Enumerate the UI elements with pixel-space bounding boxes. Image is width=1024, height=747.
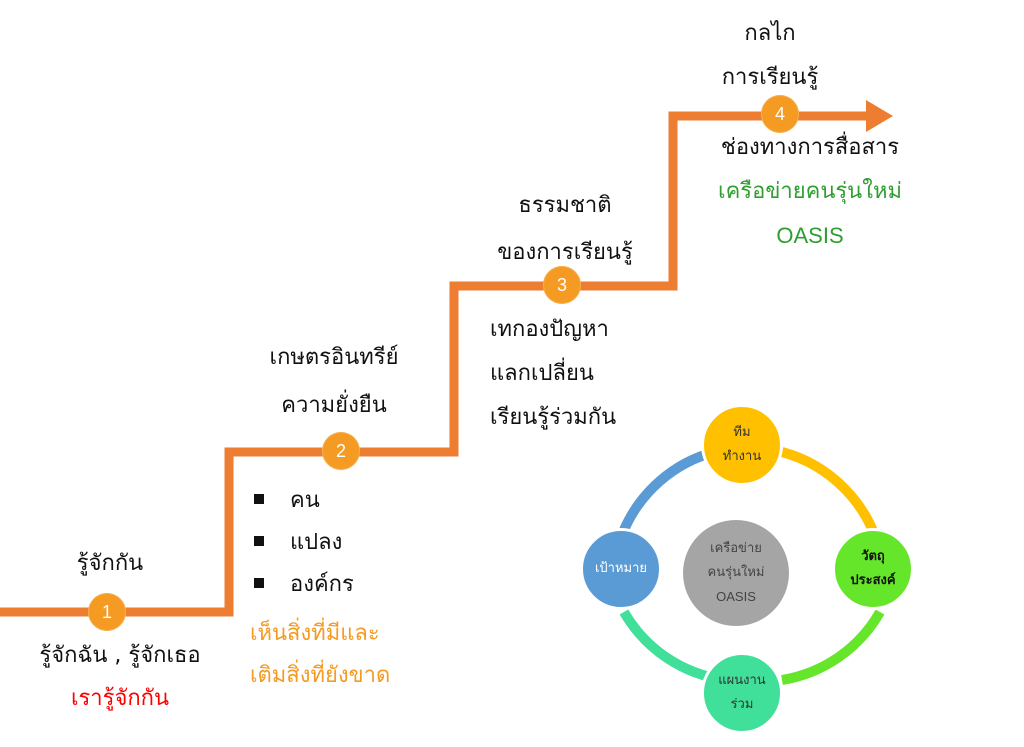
bullet-square-icon: [254, 578, 264, 588]
step-4-title-line-2: การเรียนรู้: [721, 65, 819, 90]
step-2-title-line-1: เกษตรอินทรีย์: [269, 345, 399, 370]
bullet-item: คน: [254, 478, 354, 520]
bullet-item: องค์กร: [254, 562, 354, 604]
step-3-body-line-2: แลกเปลี่ยน: [490, 361, 594, 386]
step-4-marker: 4: [761, 95, 799, 133]
step-2-bullet-list: คน แปลง องค์กร: [254, 478, 354, 604]
step-3-body-line-3: เรียนรู้ร่วมกัน: [490, 405, 617, 430]
staircase-line: [0, 111, 870, 617]
bullet-square-icon: [254, 536, 264, 546]
step-3-title-line-1: ธรรมชาติ: [518, 193, 612, 218]
cycle-node-joint-plan: แผนงานร่วม: [701, 652, 783, 734]
step-2-title-line-2: ความยั่งยืน: [281, 393, 387, 418]
step-2-number: 2: [335, 440, 346, 461]
step-3-marker: 3: [543, 266, 581, 304]
step-1-highlight: เรารู้จักกัน: [70, 686, 170, 711]
cycle-center: เครือข่าย คนรุ่นใหม่ OASIS: [683, 520, 789, 626]
step-1-number: 1: [101, 601, 112, 622]
ring-arc-bottom-right: [781, 609, 885, 685]
ring-arc-top-left: [619, 447, 716, 533]
arrow-head-icon: [866, 100, 893, 132]
center-label-line-1: เครือข่าย: [710, 541, 762, 556]
step-4-highlight-line-2: OASIS: [776, 223, 844, 248]
step-1-marker: 1: [88, 593, 126, 631]
step-4-number: 4: [774, 103, 785, 124]
bullet-square-icon: [254, 494, 264, 504]
step-4-body: ช่องทางการสื่อสาร: [720, 135, 900, 160]
step-3-body-line-1: เทกองปัญหา: [490, 317, 609, 342]
step-4-title-line-1: กลไก: [744, 21, 796, 46]
step-4-highlight-line-1: เครือข่ายคนรุ่นใหม่: [718, 179, 902, 204]
bullet-item: แปลง: [254, 520, 354, 562]
cycle-node-objective: วัตถุประสงค์: [832, 528, 914, 610]
cycle-node-team: ทีมทำงาน: [701, 404, 783, 486]
step-1-body: รู้จักฉัน , รู้จักเธอ: [39, 643, 201, 668]
step-3-title-line-2: ของการเรียนรู้: [497, 240, 633, 265]
step-2-marker: 2: [322, 432, 360, 470]
cycle-node-goal: เป้าหมาย: [580, 528, 662, 610]
step-1-title: รู้จักกัน: [76, 551, 144, 576]
step-3-number: 3: [556, 274, 567, 295]
step-2-highlight-line-1: เห็นสิ่งที่มีและ: [250, 621, 380, 646]
center-label-line-3: OASIS: [716, 589, 756, 604]
step-2-highlight-line-2: เติมสิ่งที่ยังขาด: [250, 663, 391, 688]
center-label-line-2: คนรุ่นใหม่: [707, 565, 765, 580]
